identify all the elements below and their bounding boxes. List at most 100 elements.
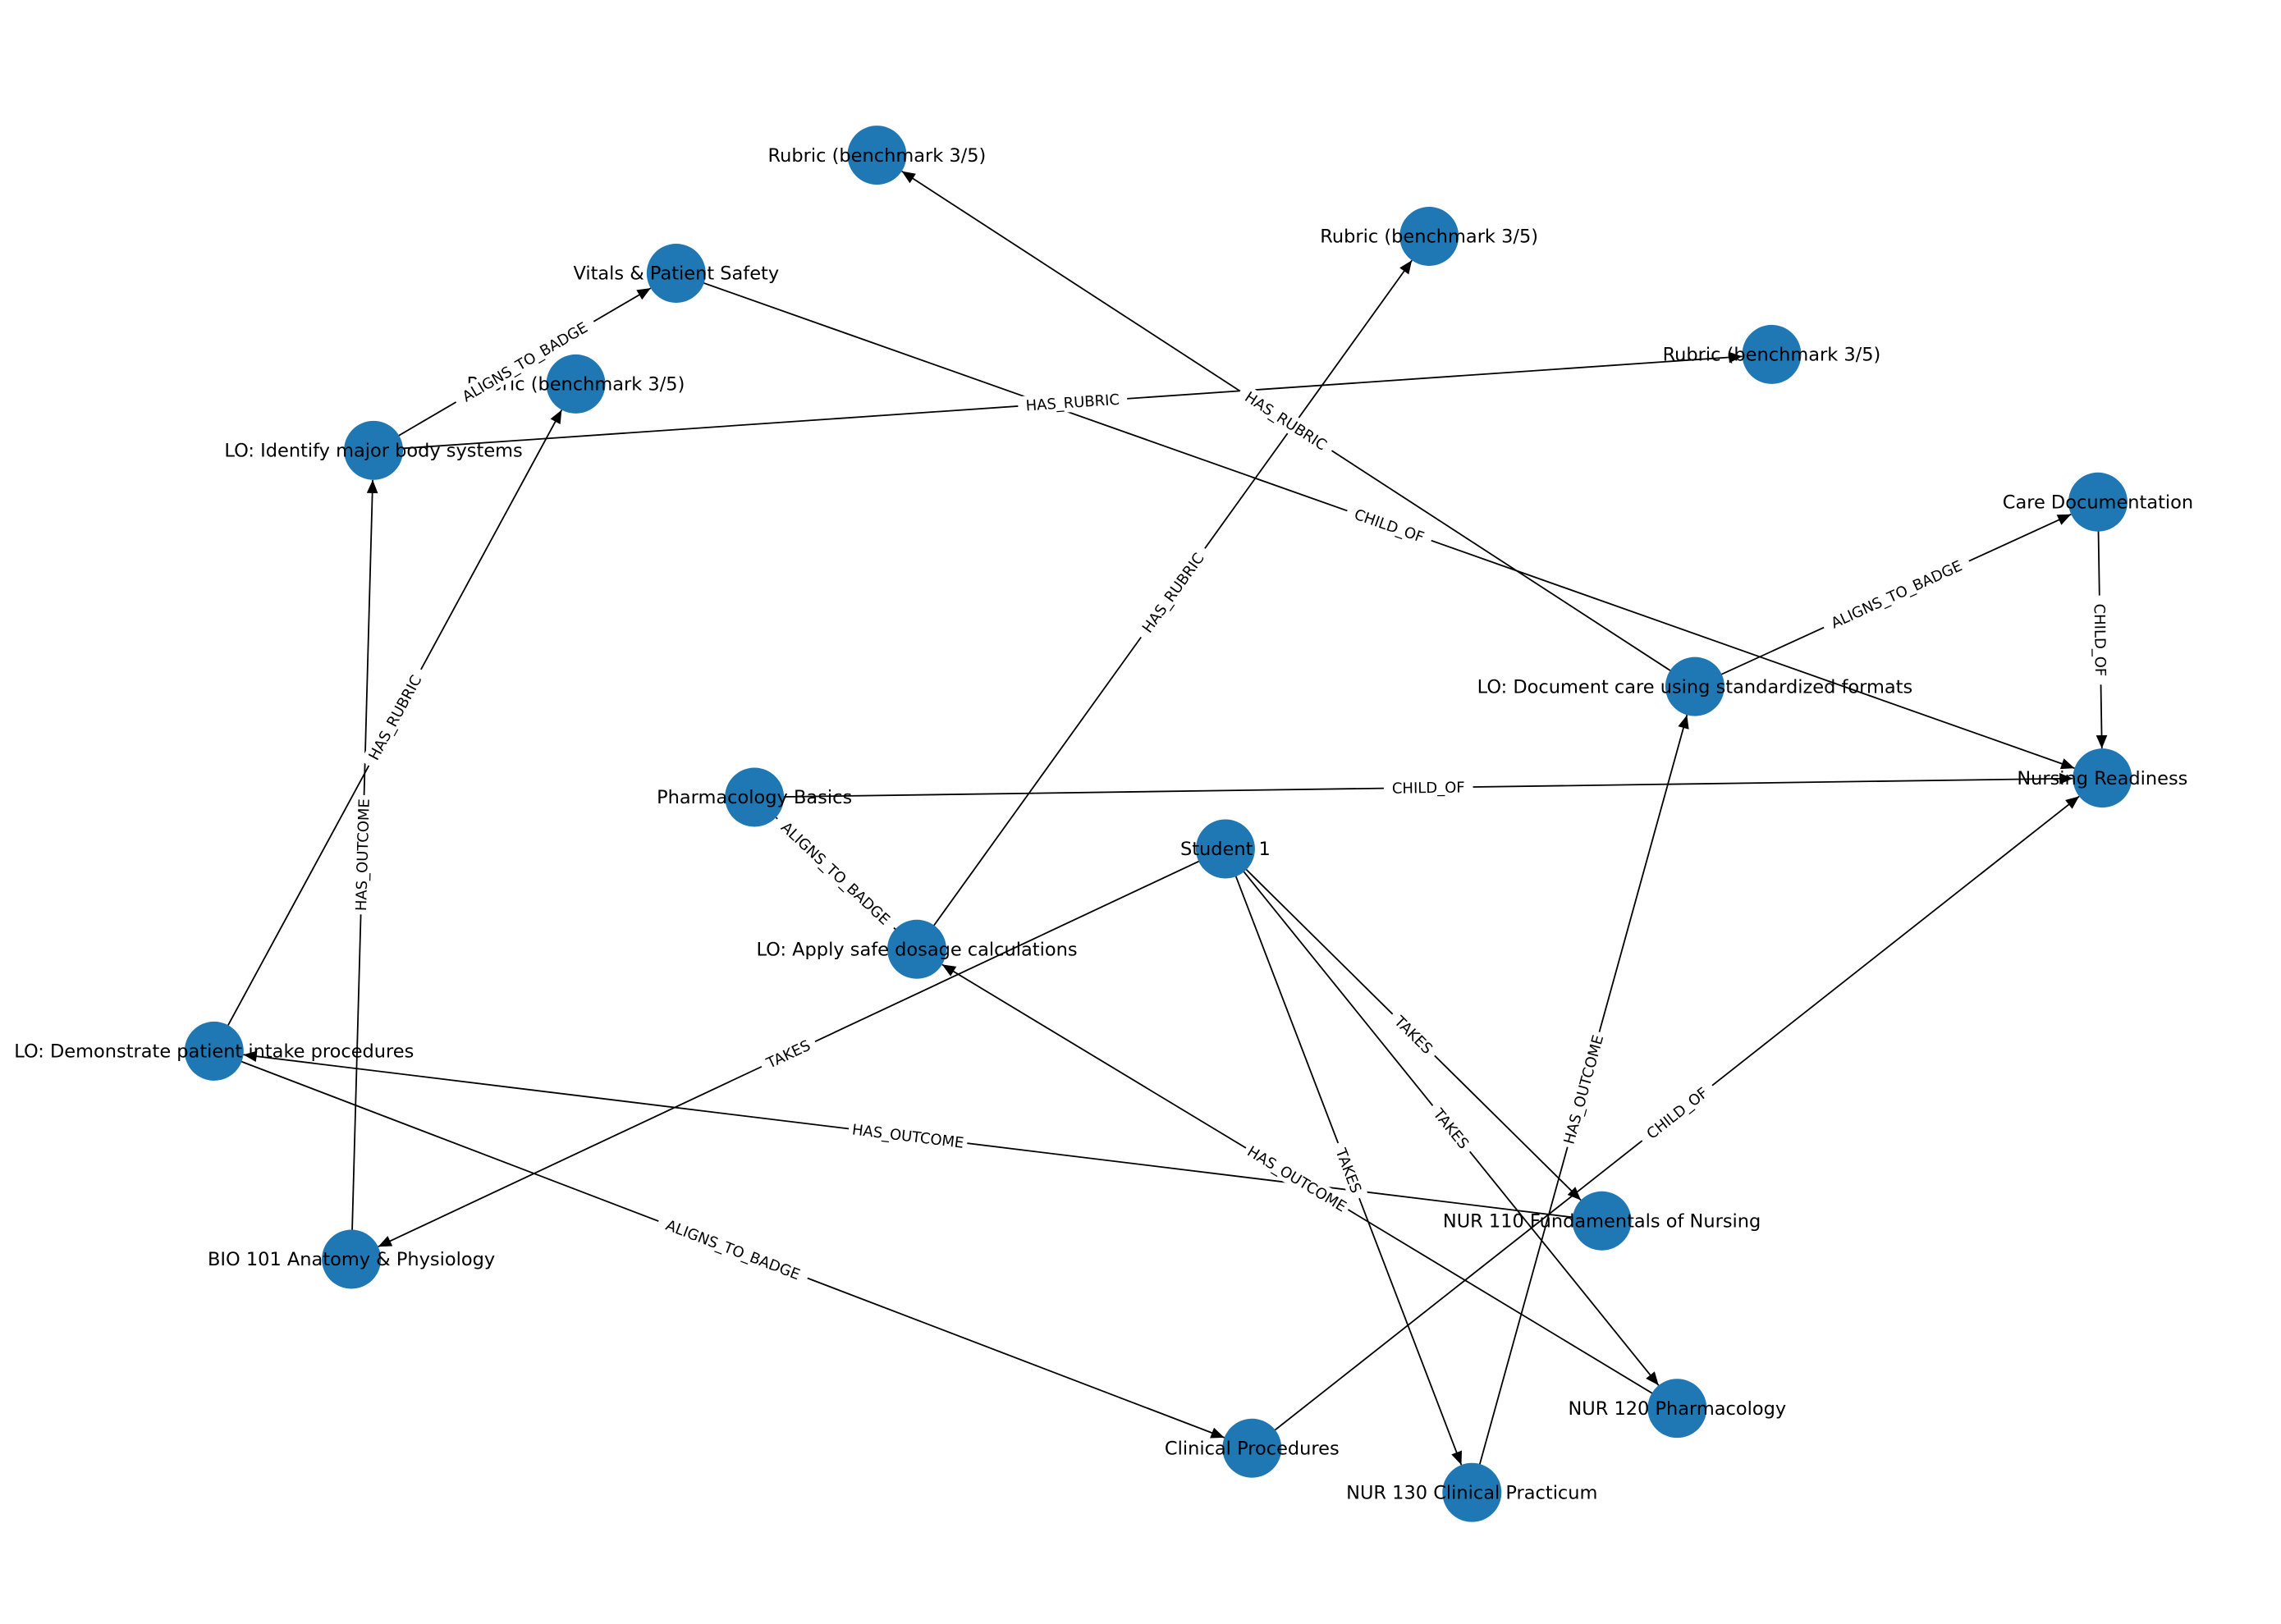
node-lo_intake [184,1021,244,1081]
edge-label-nur130-lo_document: HAS_OUTCOME [1559,1030,1608,1149]
edge-label-text: ALIGNS_TO_BADGE [777,819,893,929]
edge-label-bg [351,794,374,915]
edge-label-bg [1242,1141,1353,1217]
edge-label-text: CHILD_OF [2091,603,2109,676]
edge-label-text: HAS_OUTCOME [353,798,373,911]
nodes-layer [184,126,2132,1522]
node-badge_nursing [2073,748,2132,808]
arrowhead-badge_caredoc-badge_nursing [2095,734,2108,749]
edge-label-bg [1017,389,1128,416]
edge-label-bg [1821,553,1972,636]
node-label-lo_apply: LO: Apply safe dosage calculations [756,940,1077,961]
node-rubric_dosage [1399,207,1459,266]
arrowhead-lo_intake-clinical_proc [1210,1427,1225,1439]
edge-label-bg [1426,1100,1477,1157]
node-label-lo_identify: LO: Identify major body systems [224,441,522,462]
arrowhead-nur120-lo_apply [941,964,957,977]
edge-label-student1-nur120: TAKES [1426,1100,1477,1157]
edge-label-student1-nur110: TAKES [1386,1008,1441,1062]
edge-label-bg [758,1033,818,1075]
edge-label-lo_document-rubric_doc: HAS_RUBRIC [1235,384,1336,458]
edge-label-text: ALIGNS_TO_BADGE [1829,557,1965,632]
edge-label-badge_caredoc-badge_nursing: CHILD_OF [2090,595,2111,685]
edge-label-bg [772,812,900,934]
edge-label-bg [1386,1008,1441,1062]
edge-labels-layer: ALIGNS_TO_BADGE HAS_RUBRIC HAS_RUBRIC HAS_R… [351,314,2111,1287]
edge-label-bg [361,666,428,770]
arrowhead-badge_vitals-badge_nursing [2059,758,2075,770]
edge-label-text: CHILD_OF [1644,1084,1712,1142]
node-label-badge_vitals: Vitals & Patient Safety [573,263,779,285]
node-bio101 [322,1229,382,1289]
node-student1 [1195,819,1255,879]
edge-label-lo_document-badge_caredoc: ALIGNS_TO_BADGE [1821,553,1972,636]
edge-label-bg [1235,384,1336,458]
node-label-rubric_identify: Rubric (benchmark 3/5) [1663,345,1881,366]
node-nur120 [1647,1379,1707,1439]
node-badge_vitals [646,243,706,303]
arrowhead-lo_document-badge_caredoc [2056,514,2072,525]
node-rubric_doc [847,126,907,185]
edge-label-bg [848,1119,969,1153]
arrowhead-lo_intake-rubric_intake [550,409,562,424]
node-labels-layer: Rubric (benchmark 3/5) Rubric (benchmark … [14,145,2193,1504]
node-badge_pharm [725,767,785,827]
arrowhead-lo_identify-rubric_identify [1728,351,1743,364]
node-label-rubric_doc: Rubric (benchmark 3/5) [768,145,987,167]
edge-label-badge_pharm-badge_nursing: CHILD_OF [1383,777,1473,798]
edge-label-lo_apply-badge_pharm: ALIGNS_TO_BADGE [772,812,900,934]
arrowhead-nur130-lo_document [1678,715,1689,730]
edge-label-text: HAS_RUBRIC [1242,389,1330,455]
edge-label-bio101-lo_identify: HAS_OUTCOME [351,794,374,915]
node-label-clinical_proc: Clinical Procedures [1165,1438,1340,1459]
edge-label-bg [1383,777,1473,798]
edge-label-text: CHILD_OF [1352,506,1427,547]
node-lo_document [1665,656,1724,716]
edge-label-lo_intake-rubric_intake: HAS_RUBRIC [361,666,428,770]
node-label-student1: Student 1 [1180,839,1271,860]
arrowhead-student1-nur110 [1567,1187,1582,1201]
arrowhead-clinical_proc-badge_nursing [2065,796,2080,809]
node-clinical_proc [1222,1418,1282,1478]
node-lo_apply [887,919,946,979]
arrowhead-student1-nur120 [1646,1371,1659,1386]
node-label-nur120: NUR 120 Pharmacology [1568,1398,1786,1420]
edge-label-bg [1330,1140,1367,1201]
node-badge_caredoc [2068,472,2128,532]
edge-label-text: ALIGNS_TO_BADGE [663,1217,802,1284]
node-rubric_intake [546,354,606,414]
edge-label-nur110-lo_intake: HAS_OUTCOME [848,1119,969,1153]
edge-label-text: TAKES [763,1037,813,1073]
node-label-bio101: BIO 101 Anatomy & Physiology [208,1249,495,1270]
edge-label-bg [2090,595,2111,685]
node-label-lo_intake: LO: Demonstrate patient intake procedure… [14,1041,414,1063]
node-nur130 [1442,1462,1502,1522]
node-label-badge_pharm: Pharmacology Basics [657,787,852,808]
arrowhead-bio101-lo_identify [366,479,378,494]
edge-label-lo_apply-rubric_dosage: HAS_RUBRIC [1134,543,1211,642]
edge-label-lo_identify-rubric_identify: HAS_RUBRIC [1017,389,1128,416]
edge-label-text: HAS_OUTCOME [1561,1033,1608,1146]
node-label-rubric_dosage: Rubric (benchmark 3/5) [1320,226,1538,248]
edge-label-bg [1559,1030,1608,1149]
edge-label-lo_intake-clinical_proc: ALIGNS_TO_BADGE [656,1213,810,1287]
edge-label-text: HAS_RUBRIC [365,672,425,763]
node-rubric_identify [1742,324,1802,384]
edge-label-bg [1134,543,1211,642]
node-label-nur130: NUR 130 Clinical Practicum [1346,1482,1597,1503]
node-lo_identify [344,420,404,480]
arrowhead-student1-bio101 [378,1236,393,1247]
node-label-badge_nursing: Nursing Readiness [2017,768,2187,789]
edge-label-text: TAKES [1390,1013,1436,1058]
node-label-lo_document: LO: Document care using standardized for… [1477,676,1913,698]
edge-label-clinical_proc-badge_nursing: CHILD_OF [1637,1079,1717,1147]
node-nur110 [1572,1191,1632,1251]
edge-label-text: HAS_RUBRIC [1139,550,1208,636]
edge-label-bg [1637,1079,1717,1147]
arrowhead-lo_apply-rubric_dosage [1399,260,1413,275]
edge-label-text: TAKES [1429,1105,1472,1152]
edge-label-student1-bio101: TAKES [758,1033,818,1075]
edge-label-bg [452,314,598,409]
